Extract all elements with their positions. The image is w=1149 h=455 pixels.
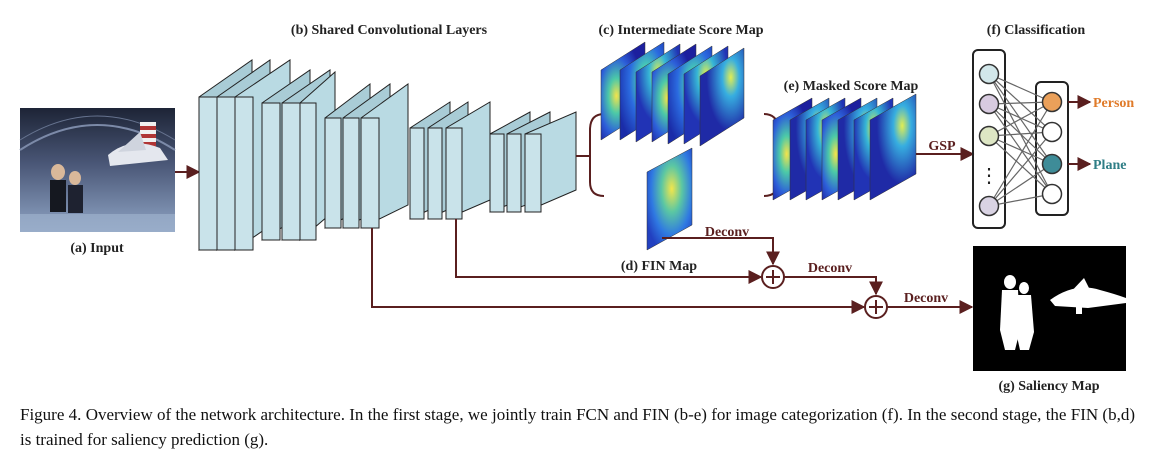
skip-connection-2 (371, 228, 866, 314)
shared-layers-label: (b) Shared Convolutional Layers (291, 23, 488, 38)
class-person-label: Person (1093, 96, 1134, 111)
conv-layer-stack (198, 59, 577, 252)
deconv-label-3: Deconv (904, 291, 948, 306)
network-architecture-diagram: (a) Input (19, 23, 1134, 394)
classification-label: (f) Classification (987, 23, 1086, 38)
conv-block-2 (261, 69, 336, 242)
neuron-ellipsis: ⋮ (979, 165, 999, 187)
input-neuron (978, 93, 1000, 115)
intermediate-score-maps (600, 41, 745, 147)
input-neuron (978, 63, 1000, 85)
masked-map-label: (e) Masked Score Map (784, 79, 919, 94)
fin-map-label: (d) FIN Map (621, 259, 697, 274)
figure-caption: Figure 4. Overview of the network archit… (20, 405, 1135, 449)
gsp-label: GSP (928, 139, 956, 154)
sum-node-2 (864, 295, 888, 319)
saliency-map-label: (g) Saliency Map (998, 379, 1099, 394)
skip-connection-1 (455, 219, 763, 284)
classification-layer: ⋮ (972, 49, 1069, 229)
input-label: (a) Input (70, 241, 124, 256)
left-bracket (589, 113, 605, 197)
input-neuron (978, 195, 1000, 217)
conv-block-3 (324, 82, 409, 229)
deconv-label-1: Deconv (705, 225, 749, 240)
fin-deconv-path (662, 237, 780, 266)
deconv-label-2: Deconv (808, 261, 852, 276)
input-neuron (978, 125, 1000, 147)
class-plane-label: Plane (1093, 158, 1126, 173)
output-neuron-person (1041, 91, 1063, 113)
deconv-path-2 (784, 276, 883, 296)
input-image (19, 108, 176, 232)
fin-map (646, 147, 693, 251)
conv-block-4 (409, 101, 491, 220)
saliency-map (973, 246, 1126, 371)
output-neuron-plane (1041, 153, 1063, 175)
masked-score-maps (772, 93, 917, 201)
conv-block-5 (489, 111, 577, 213)
output-neuron (1041, 121, 1063, 143)
output-neuron (1041, 183, 1063, 205)
intermediate-map-label: (c) Intermediate Score Map (599, 23, 764, 38)
sum-node-1 (761, 265, 785, 289)
